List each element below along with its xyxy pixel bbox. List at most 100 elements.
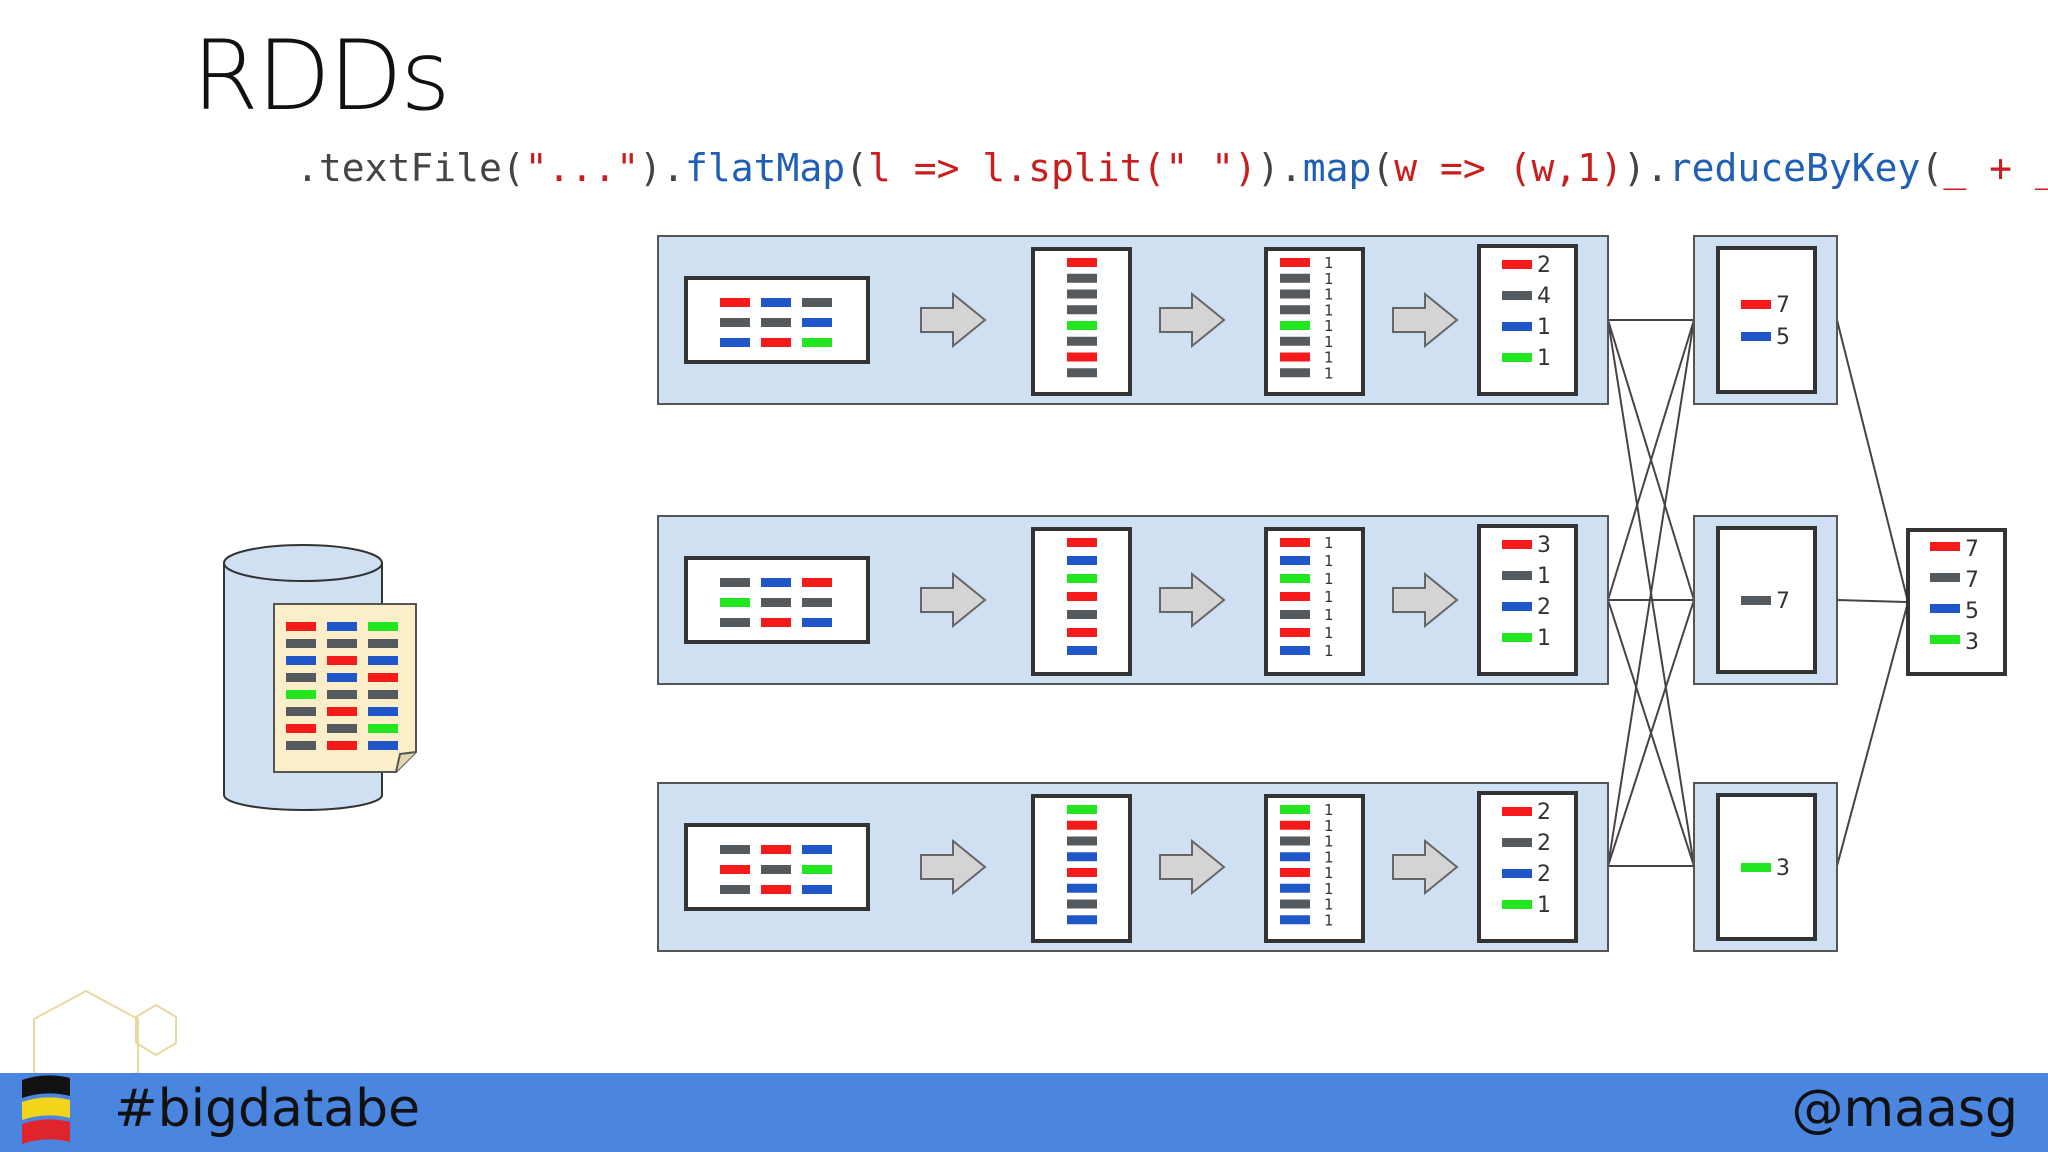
twitter-handle: @maasg [1791, 1079, 2018, 1139]
green-token [368, 622, 398, 631]
red-token [761, 845, 791, 854]
green-token [1280, 321, 1310, 330]
green-token [802, 338, 832, 347]
green-token [720, 598, 750, 607]
green-token [1067, 321, 1097, 330]
gray-token [1067, 305, 1097, 315]
count-label: 1 [1324, 642, 1334, 660]
code-part: ( [845, 146, 868, 190]
blue-token [286, 656, 316, 665]
gray-token [1067, 289, 1097, 299]
red-token [761, 618, 791, 627]
shuffle-line [1607, 319, 1695, 601]
count-label: 5 [1776, 325, 1790, 350]
red-token [327, 741, 357, 750]
green-token [1067, 574, 1097, 583]
merge-line [1836, 599, 1909, 603]
green-token [1280, 574, 1310, 583]
arrow-icon [920, 571, 987, 629]
count-label: 2 [1537, 800, 1551, 825]
count-label: 2 [1537, 595, 1551, 620]
count-label: 3 [1537, 533, 1551, 558]
green-token [1502, 353, 1532, 362]
count-label: 1 [1324, 254, 1334, 272]
red-token [1280, 628, 1310, 637]
red-token [802, 578, 832, 587]
count-label: 1 [1324, 349, 1334, 367]
count-label: 1 [1324, 848, 1334, 866]
arrow-icon [1392, 838, 1459, 896]
gray-token [286, 741, 316, 750]
green-token [1741, 863, 1771, 872]
local-counts [1477, 244, 1578, 396]
count-label: 1 [1324, 317, 1334, 335]
blue-token [1502, 322, 1532, 331]
code-flatmap: flatMap [684, 146, 846, 190]
green-token [1280, 805, 1310, 814]
blue-token [1741, 332, 1771, 341]
red-token [286, 622, 316, 631]
gray-token [720, 618, 750, 627]
gray-token [1280, 899, 1310, 909]
reduced-partition: 7 [1693, 515, 1838, 685]
code-part: ). [1256, 146, 1303, 190]
gray-token [1280, 289, 1310, 299]
blue-token [1502, 602, 1532, 611]
hexagon-decoration [33, 989, 177, 1085]
gray-token [1067, 610, 1097, 619]
count-label: 1 [1324, 896, 1334, 914]
blue-token [1067, 646, 1097, 655]
red-token [1502, 807, 1532, 816]
gray-token [720, 885, 750, 894]
arrow-icon [1392, 571, 1459, 629]
page-fold [395, 751, 417, 773]
count-label: 2 [1537, 831, 1551, 856]
gray-token [368, 639, 398, 648]
code-part: ). [639, 146, 685, 190]
red-token [1280, 538, 1310, 547]
source-database [223, 544, 417, 811]
gray-token [761, 318, 791, 327]
cylinder-top [223, 544, 383, 582]
count-label: 1 [1324, 833, 1334, 851]
green-token [802, 865, 832, 874]
code-part: .textFile( [296, 146, 525, 190]
count-label: 1 [1324, 911, 1334, 929]
red-token [1280, 820, 1310, 830]
red-token [1067, 820, 1097, 830]
blue-token [368, 707, 398, 716]
blue-token [368, 656, 398, 665]
gray-token [720, 845, 750, 854]
code-part: ( [1920, 146, 1944, 190]
blue-token [761, 578, 791, 587]
red-token [720, 298, 750, 307]
count-label: 1 [1324, 864, 1334, 882]
red-token [1502, 260, 1532, 269]
gray-token [327, 639, 357, 648]
local-counts [1477, 791, 1578, 943]
count-label: 7 [1776, 589, 1790, 614]
gray-token [1067, 836, 1097, 846]
count-label: 1 [1324, 552, 1334, 570]
footer-bar: #bigdatabe @maasg [0, 1073, 2048, 1152]
arrow-icon [1159, 571, 1226, 629]
slide-title: RDDs [192, 20, 451, 132]
count-label: 1 [1324, 364, 1334, 382]
shuffle-line [1607, 319, 1695, 867]
red-token [1930, 542, 1960, 551]
red-token [327, 707, 357, 716]
final-result-box [1906, 528, 2007, 676]
blue-token [1280, 852, 1310, 862]
blue-token [1280, 883, 1310, 893]
count-label: 1 [1324, 286, 1334, 304]
code-snippet: .textFile("...").flatMap(l => l.split(" … [296, 146, 2048, 190]
red-token [1502, 540, 1532, 549]
count-label: 1 [1324, 606, 1334, 624]
red-token [1280, 592, 1310, 601]
arrow-icon [920, 291, 987, 349]
code-reducebykey: reduceByKey [1668, 146, 1921, 190]
count-label: 1 [1324, 588, 1334, 606]
